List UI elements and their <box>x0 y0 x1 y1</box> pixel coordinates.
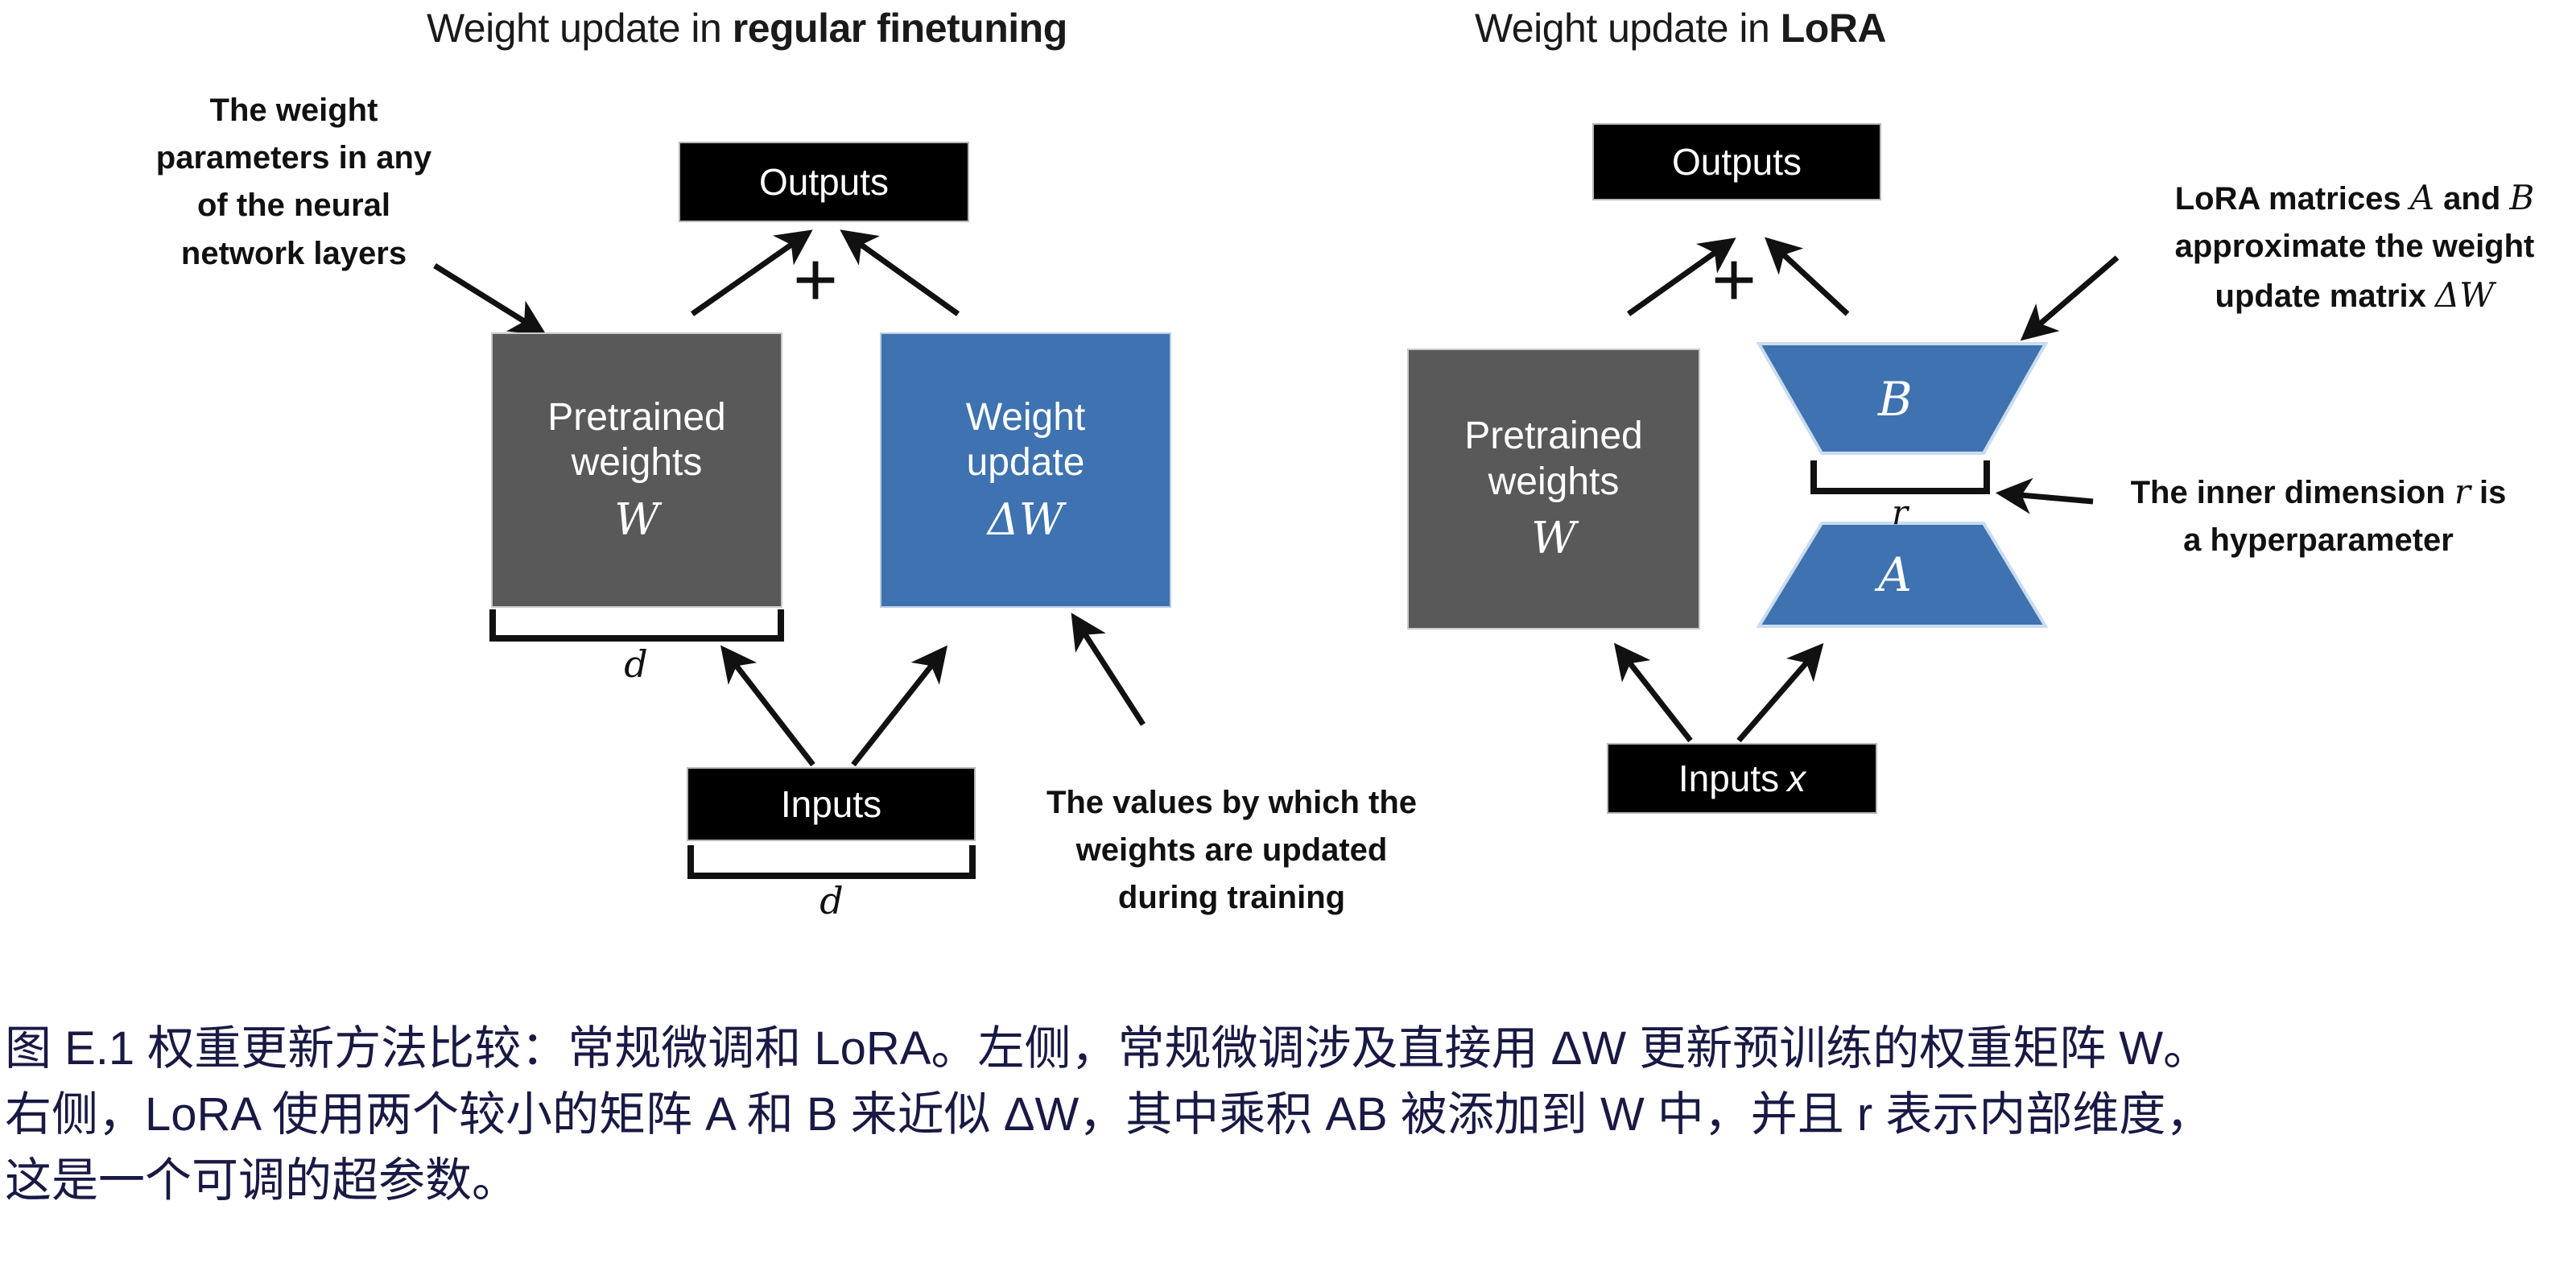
brace-pretrained-width <box>489 609 784 642</box>
annotation-text: LoRA matrices <box>2174 181 2410 217</box>
annotation-line: weights are updated <box>1075 832 1388 869</box>
inputs-label: Inputs <box>780 783 882 825</box>
annotation-text: is <box>2470 475 2507 510</box>
d-glyph: d <box>624 642 648 686</box>
caption-line-3: 这是一个可调的超参数。 <box>5 1154 519 1207</box>
annotation-line: a hyperparameter <box>2183 522 2454 559</box>
r-glyph: r <box>1891 493 1909 532</box>
plus-sign-right: + <box>1711 241 1757 319</box>
panel-title-emphasis: LoRA <box>1780 6 1887 51</box>
outputs-label: Outputs <box>1671 141 1802 183</box>
pretrained-symbol: W <box>614 493 659 545</box>
annotation-text: The inner dimension <box>2130 475 2454 510</box>
annotation-line: update matrix ΔW <box>2141 270 2568 320</box>
pretrained-weights-box-right: Pretrained weights W <box>1409 350 1699 628</box>
weight-update-symbol: ΔW <box>987 493 1064 545</box>
annotation-line: parameters in any <box>155 140 432 176</box>
plus-sign-left: + <box>793 241 838 319</box>
annotation-line: LoRA matrices A and B <box>2141 173 2568 223</box>
math-a: A <box>2409 178 2435 217</box>
math-b: B <box>2509 178 2535 217</box>
pretrained-line1: Pretrained <box>547 395 726 439</box>
arrow-annotation-to-weight-update <box>1071 613 1146 726</box>
arrow-lora-pretrained-to-outputs <box>1626 237 1736 316</box>
annotation-line: The weight <box>209 93 378 128</box>
diagram-vector-layer <box>433 229 2120 879</box>
panel-title-prefix: Weight update in <box>427 6 733 51</box>
trapezoid-a <box>1756 522 2049 628</box>
annotation-lora-matrices: LoRA matrices A and B approximate the we… <box>2141 173 2568 321</box>
inputs-symbol: x <box>1787 757 1806 799</box>
weight-update-line1: Weight <box>965 395 1086 439</box>
weight-update-line2: update <box>966 441 1085 485</box>
trapezoid-a-glyph: A <box>1878 547 1912 602</box>
arrow-inputs-to-update <box>851 645 948 767</box>
plus-glyph: + <box>1711 237 1757 323</box>
math-delta-w: ΔW <box>2434 275 2495 316</box>
annotation-values-updated: The values by which the weights are upda… <box>1006 779 1457 922</box>
annotation-line: approximate the weight <box>2174 229 2535 265</box>
arrow-inputs-to-pretrained <box>720 645 815 767</box>
annotation-line: network layers <box>180 235 407 271</box>
arrow-lora-inputs-to-trapezoid-a <box>1736 642 1824 743</box>
brace-inner-dimension <box>1810 460 1990 494</box>
label-d-pretrained: d <box>596 642 676 686</box>
math-r: r <box>2454 472 2471 511</box>
trapezoid-b <box>1756 342 2049 455</box>
brace-inputs-width <box>687 845 976 879</box>
caption-line-2: 右侧，LoRA 使用两个较小的矩阵 A 和 B 来近似 ΔW，其中乘积 AB 被… <box>5 1088 2213 1141</box>
pretrained-line1: Pretrained <box>1464 415 1643 458</box>
arrow-lora-b-to-outputs <box>1765 237 1850 316</box>
trapezoid-a-label: A <box>1878 547 1912 602</box>
arrow-annotation-to-inner-dimension <box>1995 477 2094 514</box>
pretrained-line2: weights <box>571 441 703 485</box>
caption-line-1: 图 E.1 权重更新方法比较：常规微调和 LoRA。左侧，常规微调涉及直接用 Δ… <box>5 1022 2211 1075</box>
label-d-inputs: d <box>791 879 872 922</box>
annotation-line: The inner dimension r is <box>2109 467 2528 517</box>
arrow-pretrained-to-outputs <box>690 229 813 316</box>
figure-caption: 图 E.1 权重更新方法比较：常规微调和 LoRA。左侧，常规微调涉及直接用 Δ… <box>5 1016 2576 1214</box>
plus-glyph: + <box>793 237 839 323</box>
pretrained-line2: weights <box>1488 460 1620 503</box>
pretrained-symbol: W <box>1531 513 1576 564</box>
annotation-line: The values by which the <box>1046 785 1418 820</box>
outputs-box-right: Outputs <box>1594 125 1880 199</box>
panel-title-emphasis: regular finetuning <box>732 6 1068 51</box>
arrow-lora-inputs-to-pretrained <box>1613 642 1693 743</box>
panel-title-regular-finetuning: Weight update in regular finetuning <box>427 5 1067 52</box>
arrow-update-to-outputs <box>840 229 960 316</box>
pretrained-weights-box-left: Pretrained weights W <box>493 334 781 606</box>
weight-update-box: Weight update ΔW <box>881 334 1170 606</box>
trapezoid-b-glyph: B <box>1878 372 1913 427</box>
d-glyph: d <box>819 879 844 922</box>
annotation-weight-parameters: The weight parameters in any of the neur… <box>121 87 467 278</box>
annotation-inner-dimension: The inner dimension r is a hyperparamete… <box>2109 467 2528 564</box>
outputs-box-left: Outputs <box>680 143 968 221</box>
arrow-annotation-to-pretrained <box>433 263 547 336</box>
panel-title-lora: Weight update in LoRA <box>1475 5 1887 52</box>
trapezoid-b-label: B <box>1878 372 1913 427</box>
outputs-label: Outputs <box>758 161 890 203</box>
annotation-text: update matrix <box>2215 279 2435 315</box>
label-r-inner-dimension: r <box>1868 493 1932 532</box>
figure-container: Weight update in regular finetuning The … <box>121 5 2568 922</box>
annotation-line: during training <box>1117 880 1346 916</box>
inputs-label: Inputs <box>1678 757 1780 799</box>
annotation-text: and <box>2434 181 2510 217</box>
inputs-box-left: Inputs <box>688 769 974 840</box>
panel-title-prefix: Weight update in <box>1475 6 1781 51</box>
annotation-line: of the neural <box>196 188 391 224</box>
arrow-annotation-to-trapezoid-b <box>2020 255 2120 341</box>
